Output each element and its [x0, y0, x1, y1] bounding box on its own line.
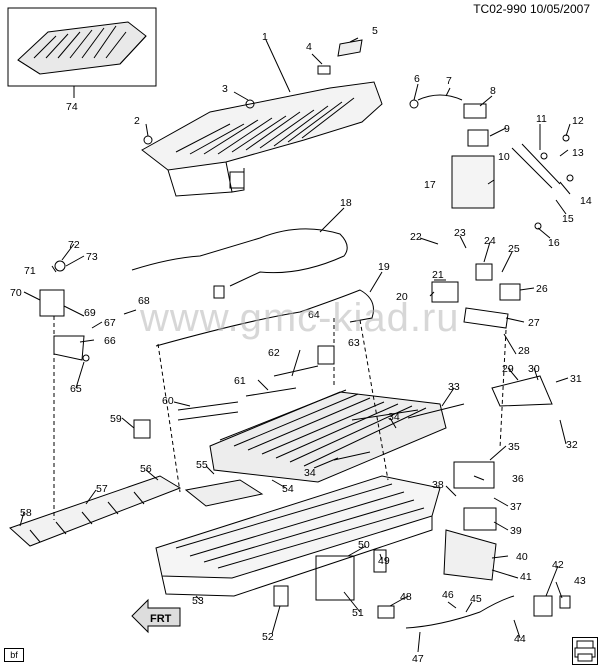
callout: 60: [162, 395, 174, 407]
callout: 17: [424, 179, 436, 191]
callout: 8: [490, 85, 496, 97]
callout: 32: [566, 439, 578, 451]
callout: 63: [348, 337, 360, 349]
callout: 37: [510, 501, 522, 513]
callout: 56: [140, 463, 152, 475]
callout: 15: [562, 213, 574, 225]
callout: 28: [518, 345, 530, 357]
callout: 62: [268, 347, 280, 359]
callout: 42: [552, 559, 564, 571]
callout: 3: [222, 83, 228, 95]
callout: 67: [104, 317, 116, 329]
callout: 38: [432, 479, 444, 491]
callout: 73: [86, 251, 98, 263]
callout: 61: [234, 375, 246, 387]
callout: 23: [454, 227, 466, 239]
callout: 9: [504, 123, 510, 135]
callout: 53: [192, 595, 204, 607]
callout: 34: [304, 467, 316, 479]
callout: 50: [358, 539, 370, 551]
callout: 64: [308, 309, 320, 321]
callout: 48: [400, 591, 412, 603]
callout: 40: [516, 551, 528, 563]
callout: 54: [282, 483, 294, 495]
callout: 13: [572, 147, 584, 159]
callout: 10: [498, 151, 510, 163]
callout: 68: [138, 295, 150, 307]
badge: bf: [4, 648, 24, 662]
callout: 70: [10, 287, 22, 299]
callout: 27: [528, 317, 540, 329]
callout: 29: [502, 363, 514, 375]
callout: 16: [548, 237, 560, 249]
front-label: FRT: [150, 613, 172, 625]
callout: 65: [70, 383, 82, 395]
callout: 25: [508, 243, 520, 255]
part-callouts: 1 2 3 4 5 6 7 8 9 10 11 12 13 14 15 16 1…: [10, 25, 592, 665]
watermark: www.gmc-kiad.ru: [140, 296, 460, 340]
callout: 44: [514, 633, 526, 645]
callout: 72: [68, 239, 80, 251]
callout: 20: [396, 291, 408, 303]
callout: 6: [414, 73, 420, 85]
callout: 69: [84, 307, 96, 319]
callout: 22: [410, 231, 422, 243]
inset-cover: [17, 21, 147, 75]
callout: 52: [262, 631, 274, 643]
callout: 14: [580, 195, 592, 207]
callout: 39: [510, 525, 522, 537]
callout: 18: [340, 197, 352, 209]
callout: 71: [24, 265, 36, 277]
callout: 12: [572, 115, 584, 127]
callout: 33: [448, 381, 460, 393]
callout: 19: [378, 261, 390, 273]
callout: 11: [536, 113, 547, 125]
callout: 2: [134, 115, 140, 127]
callout: 43: [574, 575, 586, 587]
callout: 41: [520, 571, 532, 583]
inset-frame: [7, 7, 157, 87]
battery-modules: [209, 389, 447, 483]
battery-tray: [155, 475, 441, 597]
callout: 30: [528, 363, 540, 375]
callout: 49: [378, 555, 390, 567]
callout: 74: [66, 101, 78, 113]
printer-icon[interactable]: [572, 637, 598, 665]
callout: 5: [372, 25, 378, 37]
callout: 26: [536, 283, 548, 295]
callout: 59: [110, 413, 122, 425]
callout: 21: [432, 269, 444, 281]
callout: 45: [470, 593, 482, 605]
callout: 31: [570, 373, 582, 385]
figure-date: 10/05/2007: [529, 2, 590, 16]
callout: 46: [442, 589, 454, 601]
callout: 55: [196, 459, 208, 471]
callout: 66: [104, 335, 116, 347]
callout: 58: [20, 507, 32, 519]
callout: 36: [512, 473, 524, 485]
figure-code: TC02-990: [473, 2, 527, 16]
battery-cover: [141, 81, 383, 197]
callout: 7: [446, 75, 452, 87]
figure-header: TC02-990 10/05/2007: [473, 2, 590, 16]
callout: 57: [96, 483, 108, 495]
callout: 47: [412, 653, 424, 665]
callout: 4: [306, 41, 312, 53]
callout: 51: [352, 607, 364, 619]
callout: 24: [484, 235, 496, 247]
callout: 1: [262, 31, 268, 43]
callout: 34: [388, 411, 400, 423]
callout: 35: [508, 441, 520, 453]
front-arrow-icon: FRT: [131, 598, 181, 634]
